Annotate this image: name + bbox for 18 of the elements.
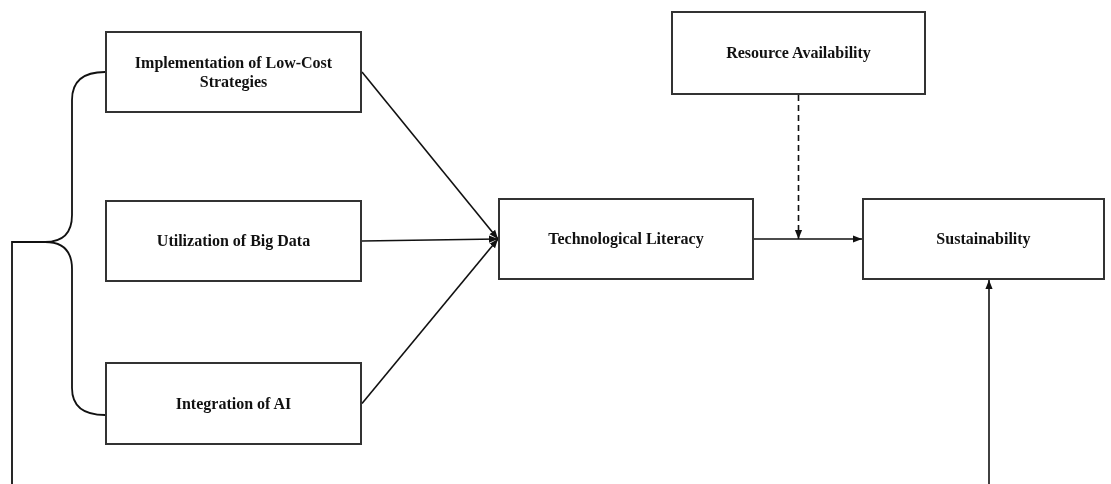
arrow [361, 71, 499, 240]
process-box [671, 11, 926, 95]
box-label: Implementation of Low-Cost Strategies [133, 52, 334, 92]
box-label: Resource Availability [726, 43, 871, 63]
arrow [753, 235, 863, 243]
arrow [985, 279, 993, 484]
process-box [498, 198, 754, 280]
box-label: Utilization of Big Data [156, 231, 311, 251]
arrow [361, 235, 499, 243]
dashed-arrow [794, 94, 803, 240]
process-box [105, 362, 362, 445]
process-box [862, 198, 1105, 280]
box-label: Technological Literacy [548, 229, 704, 249]
process-box [105, 200, 362, 282]
process-box [105, 31, 362, 113]
box-label: Sustainability [936, 229, 1031, 249]
arrow [361, 238, 499, 405]
box-label: Integration of AI [175, 393, 292, 414]
